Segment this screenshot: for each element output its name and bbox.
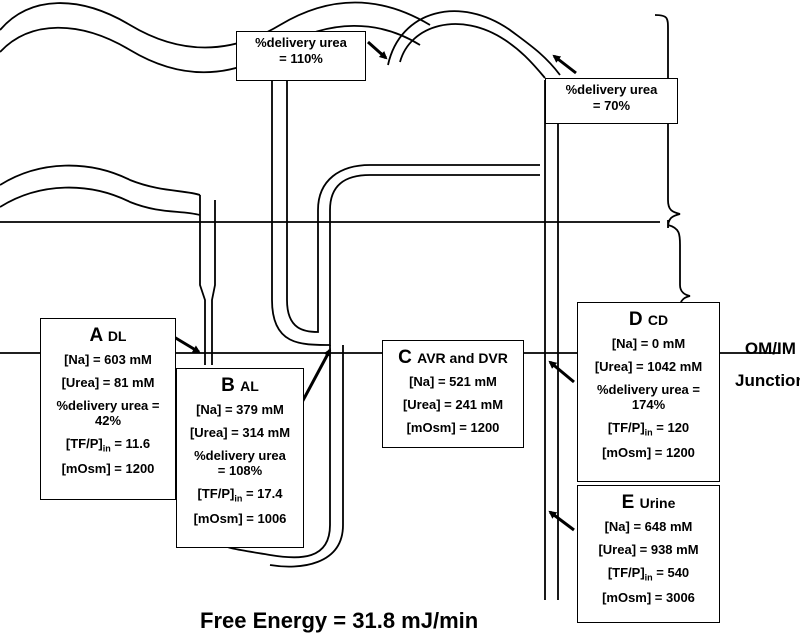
mosm-value: [mOsm] = 1200: [406, 419, 500, 435]
arrow-to-collecting-duct-top: [552, 54, 577, 75]
na-value: [Na] = 521 mM: [409, 373, 497, 389]
descending-limb-left: [199, 195, 206, 365]
mosm-value: [mOsm] = 1200: [602, 444, 695, 460]
mosm-value: [mOsm] = 1200: [61, 460, 155, 476]
om-loop-inner: [286, 80, 540, 333]
lower-wavy-tubule-upper: [0, 164, 201, 196]
urea-value: [Urea] = 314 mM: [189, 424, 291, 440]
delivery-urea-callout-70: %delivery urea = 70%: [545, 78, 678, 124]
box-label: AL: [240, 378, 259, 394]
tfp-value: [TF/P]in = 17.4: [197, 485, 283, 504]
callout-line2: = 70%: [592, 97, 631, 113]
tfp-value: [TF/P]in = 11.6: [65, 435, 151, 454]
top-wavy-tubule-lower: [0, 25, 421, 74]
delivery-urea-callout-110: %delivery urea = 110%: [236, 31, 366, 81]
delivery-urea-line1: %delivery urea =: [597, 381, 700, 397]
mosm-value: [mOsm] = 3006: [602, 589, 695, 605]
descending-limb-right: [211, 200, 216, 365]
callout-line1: %delivery urea: [255, 35, 347, 50]
tfp-value: [TF/P]in = 540: [607, 564, 690, 583]
na-value: [Na] = 379 mM: [196, 401, 284, 417]
arrow-to-cd-om-im: [548, 360, 575, 384]
lower-wavy-tubule-lower: [0, 186, 201, 216]
box-label: AVR and DVR: [417, 350, 508, 366]
top-wavy-tubule-upper: [0, 1, 431, 49]
urea-value: [Urea] = 938 mM: [598, 541, 699, 557]
box-c-vasa-recta: C AVR and DVR [Na] = 521 mM [Urea] = 241…: [382, 340, 524, 448]
box-a-descending-limb: A DL [Na] = 603 mM [Urea] = 81 mM %deliv…: [40, 318, 176, 500]
na-value: [Na] = 0 mM: [611, 335, 686, 351]
arrow-to-cd-urine: [548, 510, 575, 532]
box-label: CD: [647, 312, 669, 328]
arrow-to-descending-limb: [173, 335, 201, 354]
urea-value: [Urea] = 1042 mM: [594, 358, 703, 374]
arrow-to-ascending-limb: [298, 348, 332, 407]
mosm-value: [mOsm] = 1006: [193, 510, 287, 526]
box-label: DL: [107, 328, 127, 344]
om-im-junction-label: OM/IM Junction: [735, 333, 800, 398]
delivery-urea-line1: %delivery urea =: [56, 397, 160, 413]
right-brace-top: [654, 14, 681, 229]
box-label: Urine: [639, 495, 676, 511]
box-letter: A: [89, 325, 103, 346]
callout-line1: %delivery urea: [565, 82, 658, 97]
na-value: [Na] = 648 mM: [604, 518, 693, 534]
urea-value: [Urea] = 81 mM: [61, 374, 155, 390]
na-value: [Na] = 603 mM: [64, 351, 152, 367]
delivery-urea-line2: 174%: [631, 396, 666, 412]
ascending-limb-right: [269, 345, 344, 568]
free-energy-label: Free Energy = 31.8 mJ/min: [200, 608, 479, 633]
delivery-urea-line2: = 108%: [217, 462, 263, 478]
callout-line2: = 110%: [279, 50, 323, 66]
delivery-urea-line1: %delivery urea: [194, 447, 286, 463]
top-big-loop-outer: [387, 10, 561, 76]
box-d-collecting-duct: D CD [Na] = 0 mM [Urea] = 1042 mM %deliv…: [577, 302, 720, 482]
tfp-value: [TF/P]in = 120: [607, 419, 690, 438]
box-e-urine: E Urine [Na] = 648 mM [Urea] = 938 mM [T…: [577, 485, 720, 623]
junction-line1: OM/IM: [744, 339, 796, 358]
box-letter: D: [628, 309, 643, 330]
om-loop-outer: [271, 80, 540, 346]
junction-line2: Junction: [735, 371, 800, 391]
box-letter: B: [221, 375, 235, 396]
box-letter: C: [398, 347, 412, 368]
delivery-urea-line2: 42%: [94, 412, 122, 428]
right-brace-bottom: [667, 224, 691, 315]
arrow-to-top-loop: [367, 40, 388, 60]
box-b-ascending-limb: B AL [Na] = 379 mM [Urea] = 314 mM %deli…: [176, 368, 304, 548]
top-big-loop-inner: [399, 23, 546, 79]
box-letter: E: [621, 492, 635, 513]
urea-value: [Urea] = 241 mM: [402, 396, 504, 412]
